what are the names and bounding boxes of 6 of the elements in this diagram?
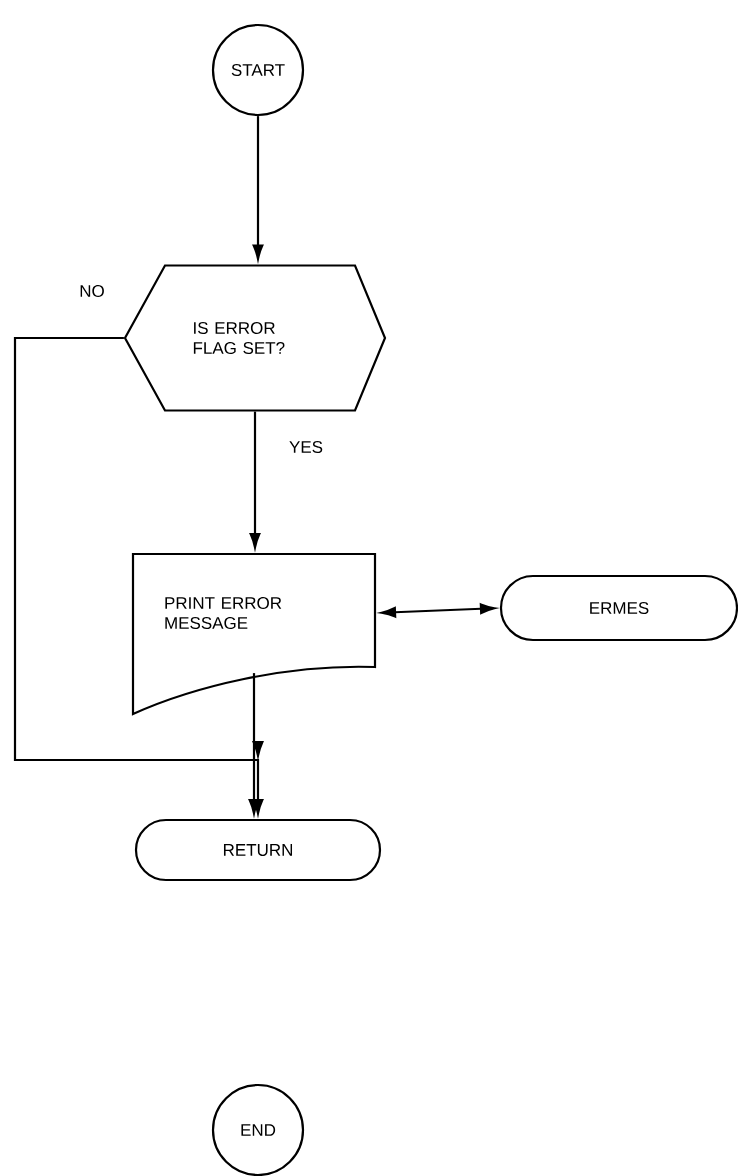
edge-label: YES xyxy=(288,440,324,455)
decision-hexagon: IS ERROR FLAG SET? xyxy=(123,264,387,412)
edge-label: NO xyxy=(78,284,106,299)
terminal-box: RETURN xyxy=(134,818,382,882)
terminal-box: ERMES xyxy=(499,574,738,642)
document-box: PRINT ERROR MESSAGE xyxy=(131,552,377,716)
